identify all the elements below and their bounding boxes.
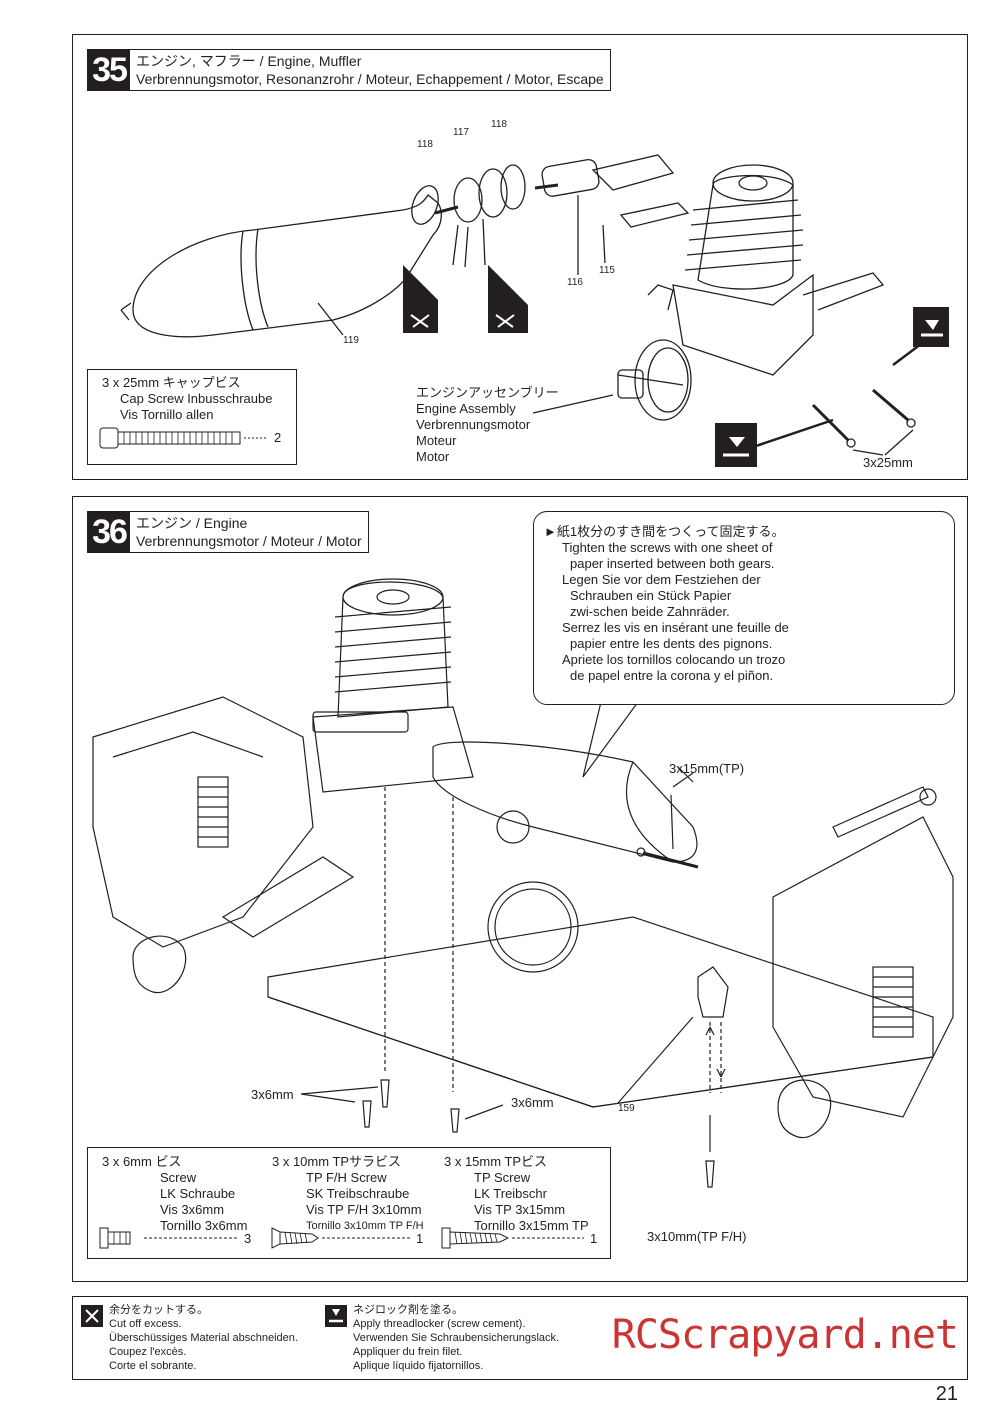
step-36-panel: 36 エンジン / Engine Verbrennungsmotor / Mot…	[72, 496, 968, 1282]
cut-icon	[81, 1305, 103, 1327]
step-36-title: エンジン / Engine Verbrennungsmotor / Moteur…	[136, 515, 362, 549]
screw-3x10-callout: 3x10mm(TP F/H)	[647, 1229, 747, 1244]
part-number-117: 117	[453, 127, 469, 138]
step-36-header: 36 エンジン / Engine Verbrennungsmotor / Mot…	[87, 511, 369, 553]
engine-assembly-label: エンジンアッセンブリー Engine Assembly Verbrennungs…	[416, 385, 559, 464]
screw-3x10-icon	[271, 1227, 412, 1249]
part-number-119: 119	[343, 335, 359, 346]
screw-list-box: 3 x 6mm ビス Screw LK Schraube Vis 3x6mm T…	[87, 1147, 611, 1259]
screw-3x6-callout-right: 3x6mm	[511, 1095, 554, 1110]
screw-box-3x25: 3 x 25mm キャップビス Cap Screw Inbusschraube …	[87, 369, 297, 465]
muffler-engine-illustration	[120, 154, 949, 467]
threadlock-legend: ネジロック剤を塗る。 Apply threadlocker (screw cem…	[325, 1303, 575, 1375]
screw-3x6-icon	[99, 1227, 238, 1249]
screw-3x15-icon	[441, 1227, 584, 1249]
part-number-115: 115	[599, 265, 615, 276]
cap-screw-icon	[99, 427, 268, 449]
cut-legend: 余分をカットする。 Cut off excess. Überschüssiges…	[81, 1303, 321, 1375]
part-number-118a: 118	[417, 139, 433, 150]
screw-3x10-entry: 3 x 10mm TPサラビス TP F/H Screw SK Treibsch…	[260, 1148, 430, 1258]
screw-3x6-callout-left: 3x6mm	[251, 1087, 294, 1102]
step-35-panel: 35 エンジン, マフラー / Engine, Muffler Verbrenn…	[72, 34, 968, 480]
part-number-118b: 118	[491, 119, 507, 130]
part-number-116: 116	[567, 277, 583, 288]
screw-3x25-qty: 2	[274, 430, 282, 445]
paper-gap-note: ►紙1枚分のすき間をつくって固定する。 Tighten the screws w…	[533, 511, 955, 705]
screw-3x25-callout: 3x25mm	[863, 455, 913, 470]
step-35-title: エンジン, マフラー / Engine, Muffler Verbrennung…	[136, 53, 604, 87]
step-35-header: 35 エンジン, マフラー / Engine, Muffler Verbrenn…	[87, 49, 611, 91]
step-35-number: 35	[88, 50, 130, 90]
part-number-159: 159	[618, 1103, 635, 1114]
legend-panel: 余分をカットする。 Cut off excess. Überschüssiges…	[72, 1296, 968, 1380]
screw-3x15-entry: 3 x 15mm TPビス TP Screw LK Treibschr Vis …	[432, 1148, 608, 1258]
watermark: RCScrapyard.net	[611, 1312, 959, 1358]
step-36-number: 36	[88, 512, 130, 552]
screw-3x6-entry: 3 x 6mm ビス Screw LK Schraube Vis 3x6mm T…	[88, 1148, 258, 1258]
screw-3x15-callout: 3x15mm(TP)	[669, 761, 745, 776]
page-number: 21	[935, 1383, 958, 1405]
threadlock-icon	[325, 1305, 347, 1327]
